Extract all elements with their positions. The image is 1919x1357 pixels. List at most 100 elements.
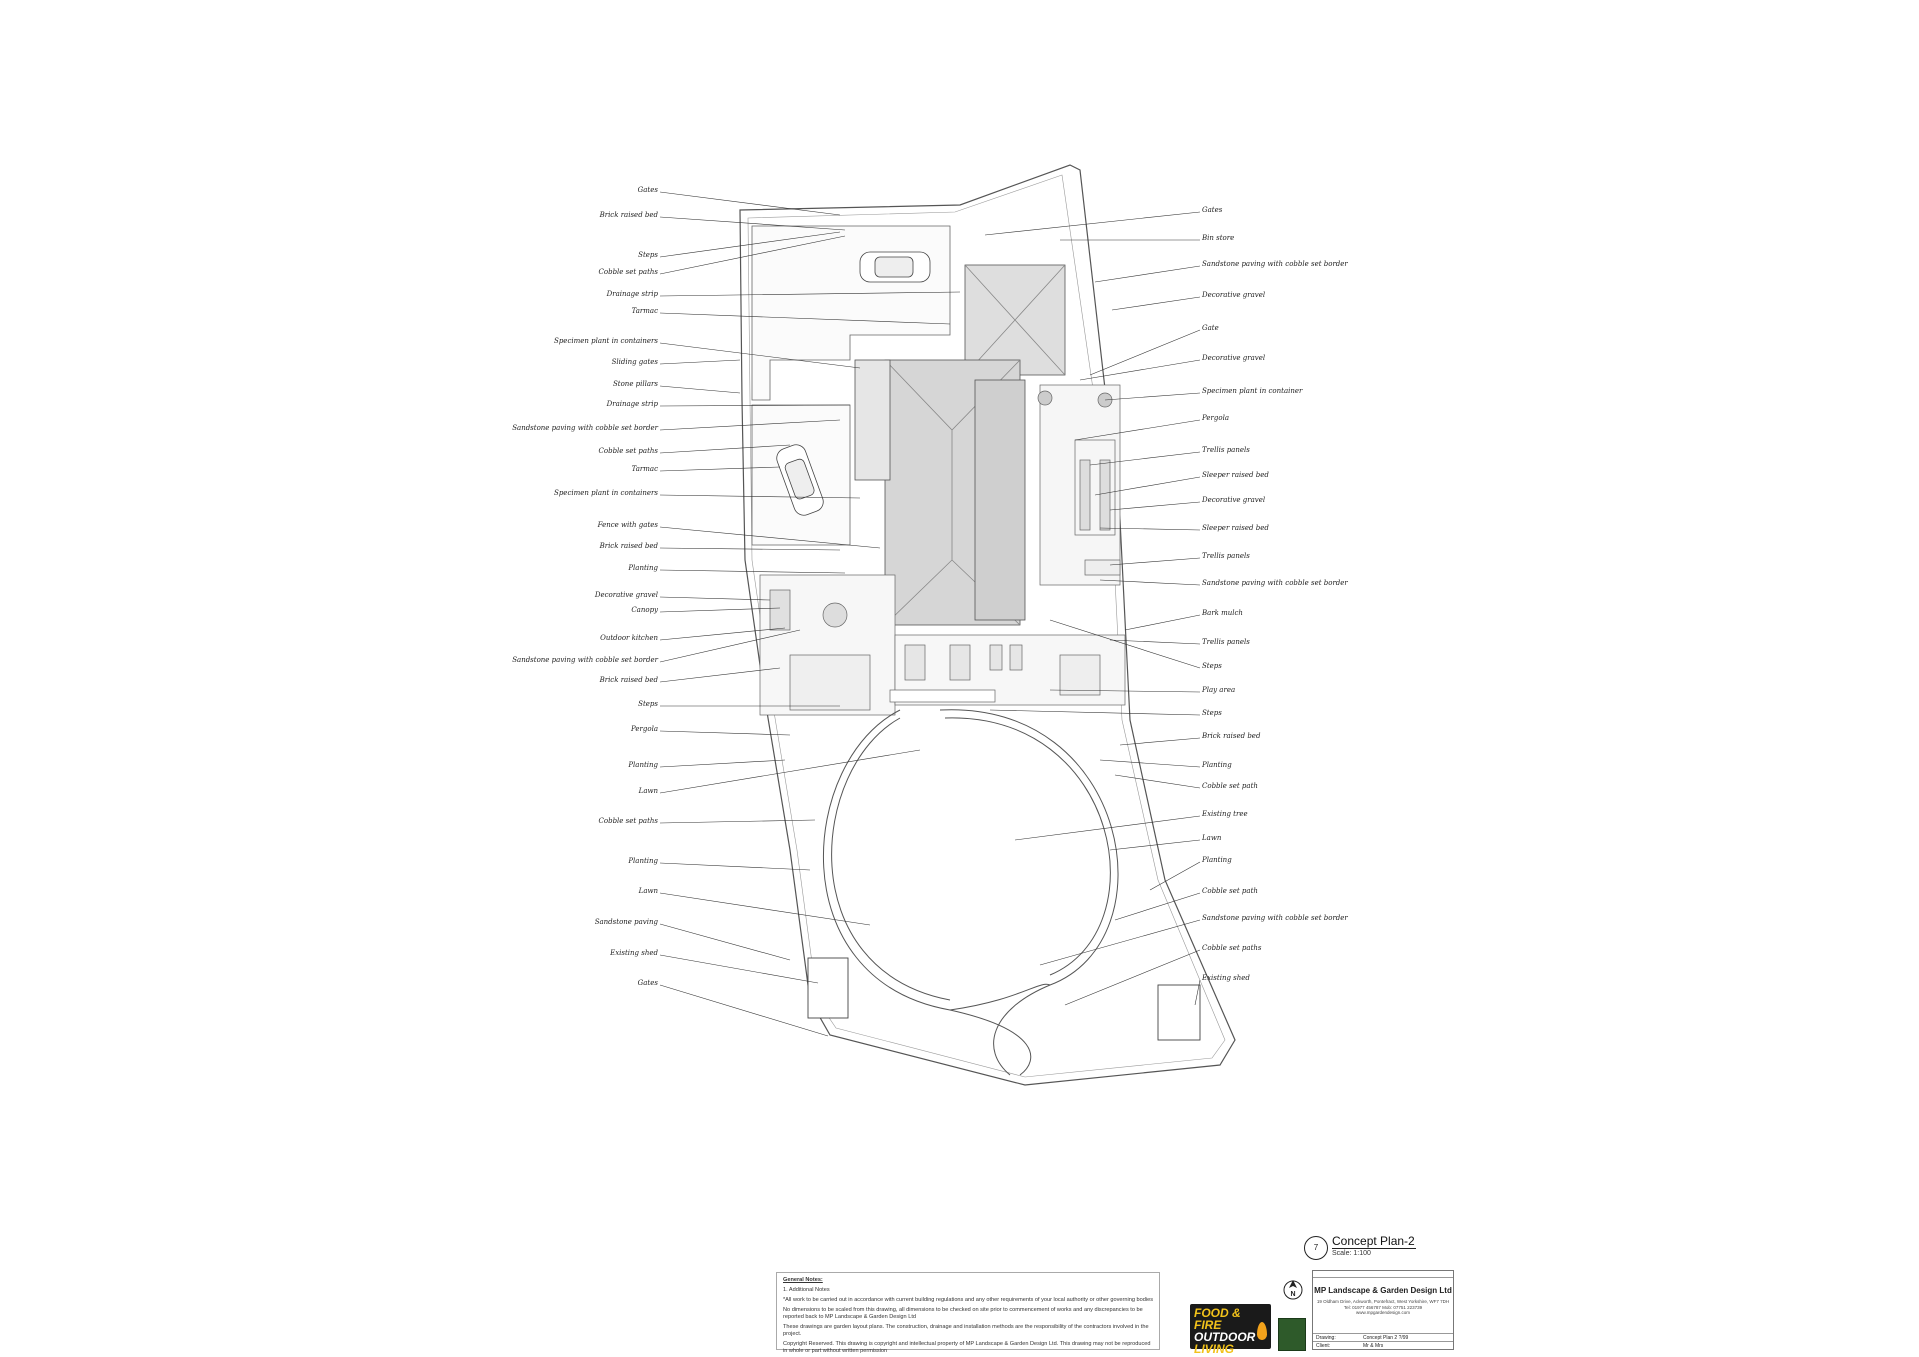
plan-label: Pergola [1201,414,1229,422]
plan-label: Planting [627,564,658,572]
plan-label: Sleeper raised bed [1202,524,1269,532]
general-notes: General Notes: 1. Additional Notes *All … [776,1272,1160,1354]
plan-label: Steps [1202,709,1222,717]
car [859,251,931,283]
plan-label: Drainage strip [606,400,659,408]
client-row: Client: Mr & Mrs [1313,1341,1453,1350]
plan-label: Planting [627,761,658,769]
side-patio [1037,384,1121,586]
plan-label: Planting [1201,761,1232,769]
plan-label: Brick raised bed [599,542,659,550]
company-name: MP Landscape & Garden Design Ltd [1314,1286,1452,1295]
flame-icon [1257,1322,1267,1340]
plan-label: Existing shed [609,949,658,957]
plan-label: Fence with gates [597,521,659,529]
plan-label: Specimen plant in containers [554,337,658,345]
plan-label: Brick raised bed [1201,732,1261,740]
plan-label: Cobble set paths [599,817,659,825]
plan-label: Trellis panels [1202,552,1250,560]
plan-label: Stone pillars [613,380,658,388]
plan-label: Cobble set paths [599,268,659,276]
plan-label: Decorative gravel [1201,291,1265,299]
plan-label: Specimen plant in container [1202,387,1303,395]
plan-label: Gate [1202,324,1219,332]
drawing-label: Drawing: [1316,1335,1336,1341]
plan-label: Existing shed [1201,974,1250,982]
plan-label: Cobble set path [1202,782,1258,790]
plan-label: Steps [1202,662,1222,670]
food-fire-logo: FOOD & FIRE OUTDOOR LIVING [1190,1304,1271,1355]
plan-label: Sandstone paving [595,918,659,926]
labels-right-group: Gates Bin store Sandstone paving with co… [1201,206,1348,982]
labels-left-group: Gates Brick raised bed Steps Cobble set … [512,186,659,987]
plan-label: Steps [638,700,658,708]
plan-scale: Scale: 1:100 [1332,1250,1371,1257]
plan-label: Play area [1201,686,1235,694]
plan-label: Brick raised bed [599,211,659,219]
plan-label: Lawn [638,787,659,795]
plan-label: Decorative gravel [594,591,658,599]
plan-label: Existing tree [1201,810,1248,818]
client-label: Client: [1316,1343,1331,1349]
leader-lines-left [659,191,961,1037]
back-patio [759,574,1126,716]
plan-label: Gates [1202,206,1223,214]
brand-line: FOOD & FIRE [1194,1306,1241,1332]
notes-line: No dimensions to be scaled from this dra… [783,1307,1143,1320]
plan-label: Canopy [631,606,659,614]
plan-label: Drainage strip [606,290,659,298]
lawn-areas [822,709,1119,1076]
garden-thumbnail-image [1278,1318,1306,1351]
plan-label: Brick raised bed [599,676,659,684]
existing-shed [807,957,1201,1041]
plan-label: Cobble set paths [599,447,659,455]
title-block-top-strip [1313,1271,1453,1278]
plan-label: Cobble set path [1202,887,1258,895]
plan-label: Bin store [1201,234,1234,242]
plan-title: Concept Plan-2 [1332,1234,1416,1249]
plan-label: Lawn [638,887,659,895]
notes-line: *All work to be carried out in accordanc… [783,1297,1154,1303]
plan-label: Decorative gravel [1201,496,1265,504]
plan-number-badge: 7 [1304,1236,1328,1260]
contact-line: Tel: 01977 456787 Mob: 07751 223739 [1343,1304,1423,1310]
company-address: 19 Oldham Drive, Ackworth, Pontefract, W… [1313,1299,1453,1316]
web-line: www.mpgardendesign.com [1355,1310,1411,1315]
drawing-row: Drawing: Concept Plan 2 ?/99 [1313,1333,1453,1342]
plan-label: Sandstone paving with cobble set border [512,656,658,664]
plan-label: Sandstone paving with cobble set border [1202,260,1348,268]
plan-label: Lawn [1201,834,1222,842]
plan-label: Trellis panels [1202,446,1250,454]
leader-lines-right [984,211,1201,1006]
svg-text:N: N [1290,1291,1295,1298]
north-arrow-icon: N [1283,1280,1303,1300]
plan-label: Outdoor kitchen [600,634,658,642]
plan-label: Trellis panels [1202,638,1250,646]
plan-label: Tarmac [632,465,658,473]
plan-label: Planting [1201,856,1232,864]
plan-label: Sliding gates [612,358,659,366]
plan-label: Steps [638,251,658,259]
plan-label: Tarmac [632,307,658,315]
client-value: Mr & Mrs [1363,1343,1384,1349]
address-line: 19 Oldham Drive, Ackworth, Pontefract, W… [1316,1299,1450,1304]
notes-line: 1. Additional Notes [783,1287,830,1293]
notes-line: These drawings are garden layout plans. … [783,1324,1149,1337]
plan-label: Planting [627,857,658,865]
plan-label: Pergola [630,725,658,733]
title-block: MP Landscape & Garden Design Ltd 19 Oldh… [1312,1270,1454,1350]
notes-heading: General Notes: [783,1277,823,1283]
car [776,444,824,516]
plan-label: Gates [638,979,659,987]
plan-label: Gates [638,186,659,194]
plan-label: Decorative gravel [1201,354,1265,362]
house-roof [854,264,1066,626]
brand-line: OUTDOOR [1194,1330,1256,1344]
plan-label: Sleeper raised bed [1202,471,1269,479]
drawing-value: Concept Plan 2 ?/99 [1363,1335,1409,1341]
plan-label: Sandstone paving with cobble set border [1202,579,1348,587]
brand-line: LIVING [1194,1342,1235,1356]
plan-label: Specimen plant in containers [554,489,658,497]
plan-label: Sandstone paving with cobble set border [512,424,658,432]
